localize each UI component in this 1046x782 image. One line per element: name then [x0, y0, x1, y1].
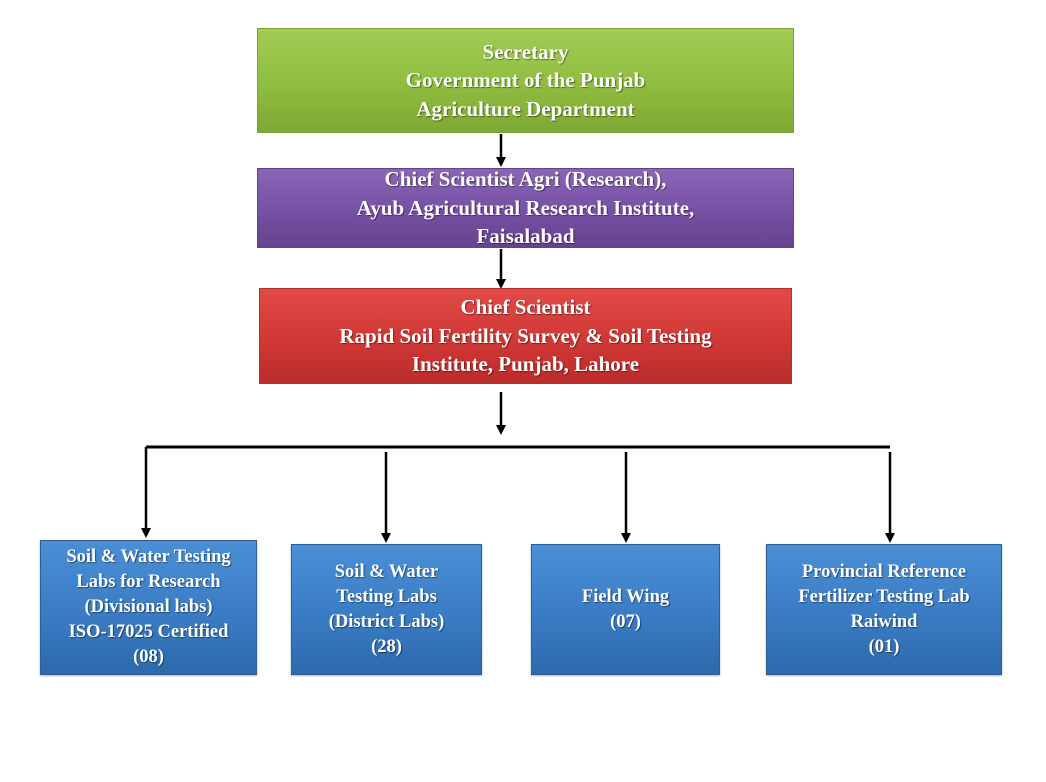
unit-field-wing-line-1: Field Wing	[581, 586, 670, 607]
chief-scientist-rapid-box: Chief Scientist Rapid Soil Fertility Sur…	[259, 288, 792, 384]
unit-research-labs-box: Soil & Water Testing Labs for Research (…	[40, 540, 257, 675]
unit-research-labs-line-4: ISO-17025 Certified	[68, 622, 229, 642]
unit-district-labs-line-1: Soil & Water	[334, 561, 439, 582]
unit-research-labs-line-1: Soil & Water Testing	[66, 547, 231, 567]
secretary-government: Government of the Punjab	[405, 68, 646, 93]
unit-reference-lab-line-1: Provincial Reference	[801, 561, 967, 582]
chief-scientist-agri-title: Chief Scientist Agri (Research),	[384, 167, 667, 192]
chief-scientist-rapid-institute: Institute, Punjab, Lahore	[411, 352, 640, 377]
unit-reference-lab-count: (01)	[868, 636, 900, 657]
chief-scientist-rapid-title: Chief Scientist	[460, 295, 591, 320]
unit-reference-lab-line-2: Fertilizer Testing Lab	[798, 586, 970, 607]
unit-district-labs-line-2: Testing Labs	[336, 586, 437, 607]
unit-reference-lab-box: Provincial Reference Fertilizer Testing …	[766, 544, 1002, 675]
chief-scientist-agri-city: Faisalabad	[476, 224, 575, 249]
secretary-box: Secretary Government of the Punjab Agric…	[257, 28, 794, 133]
chief-scientist-agri-institute: Ayub Agricultural Research Institute,	[356, 195, 695, 220]
chief-scientist-rapid-survey: Rapid Soil Fertility Survey & Soil Testi…	[339, 323, 712, 348]
unit-field-wing-count: (07)	[610, 611, 641, 632]
secretary-department: Agriculture Department	[416, 96, 635, 121]
unit-research-labs-line-2: Labs for Research	[76, 572, 221, 592]
unit-district-labs-count: (28)	[371, 636, 402, 657]
unit-reference-lab-line-3: Raiwind	[850, 611, 918, 632]
unit-research-labs-count: (08)	[133, 647, 164, 667]
unit-district-labs-box: Soil & Water Testing Labs (District Labs…	[291, 544, 482, 675]
unit-research-labs-line-3: (Divisional labs)	[84, 597, 213, 617]
chief-scientist-agri-box: Chief Scientist Agri (Research), Ayub Ag…	[257, 167, 794, 249]
unit-district-labs-line-3: (District Labs)	[328, 611, 445, 632]
secretary-title: Secretary	[482, 39, 569, 64]
unit-field-wing-box: Field Wing (07)	[531, 544, 720, 675]
